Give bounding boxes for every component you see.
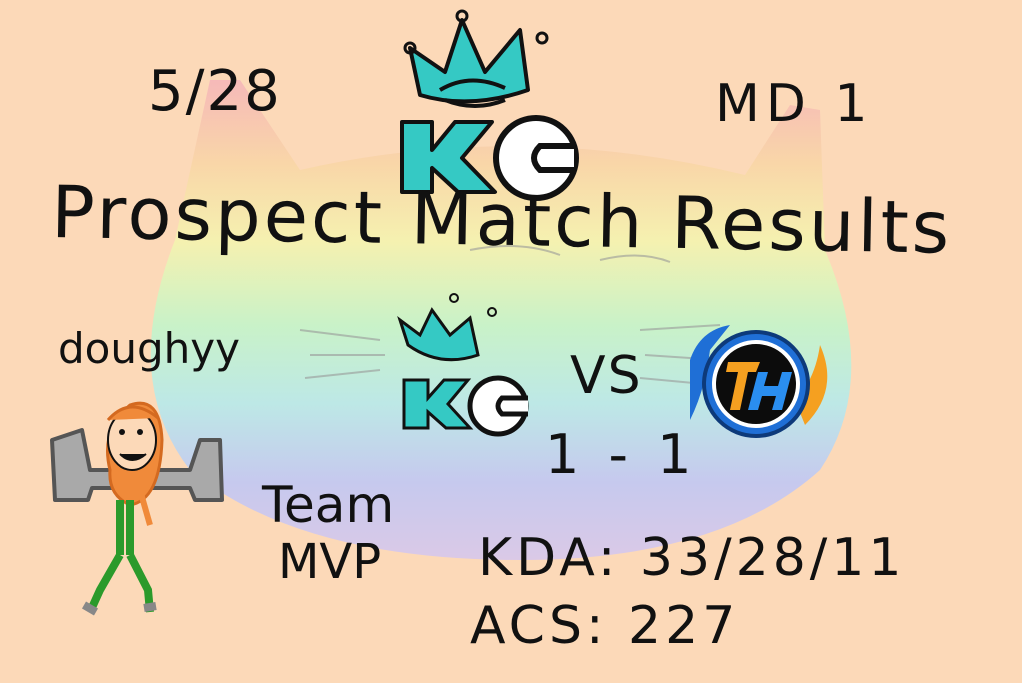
award-line-1: Team	[262, 476, 395, 534]
dumbbell-icon	[50, 428, 224, 502]
crown-icon	[403, 9, 549, 108]
match-score: 1 - 1	[545, 423, 698, 486]
versus-label: VS	[570, 346, 643, 406]
page-title: Prospect Match Results	[50, 170, 953, 270]
th-logo	[690, 325, 828, 438]
kc-logo-large	[400, 115, 579, 201]
match-date: 5/28	[148, 59, 282, 124]
kda-stat: KDA: 33/28/11	[478, 528, 906, 588]
acs-stat: ACS: 227	[470, 596, 740, 656]
matchday-label: MD 1	[715, 74, 874, 134]
award-line-2: MVP	[278, 534, 382, 590]
kc-logo	[397, 293, 529, 437]
player-name: doughyy	[58, 324, 240, 373]
